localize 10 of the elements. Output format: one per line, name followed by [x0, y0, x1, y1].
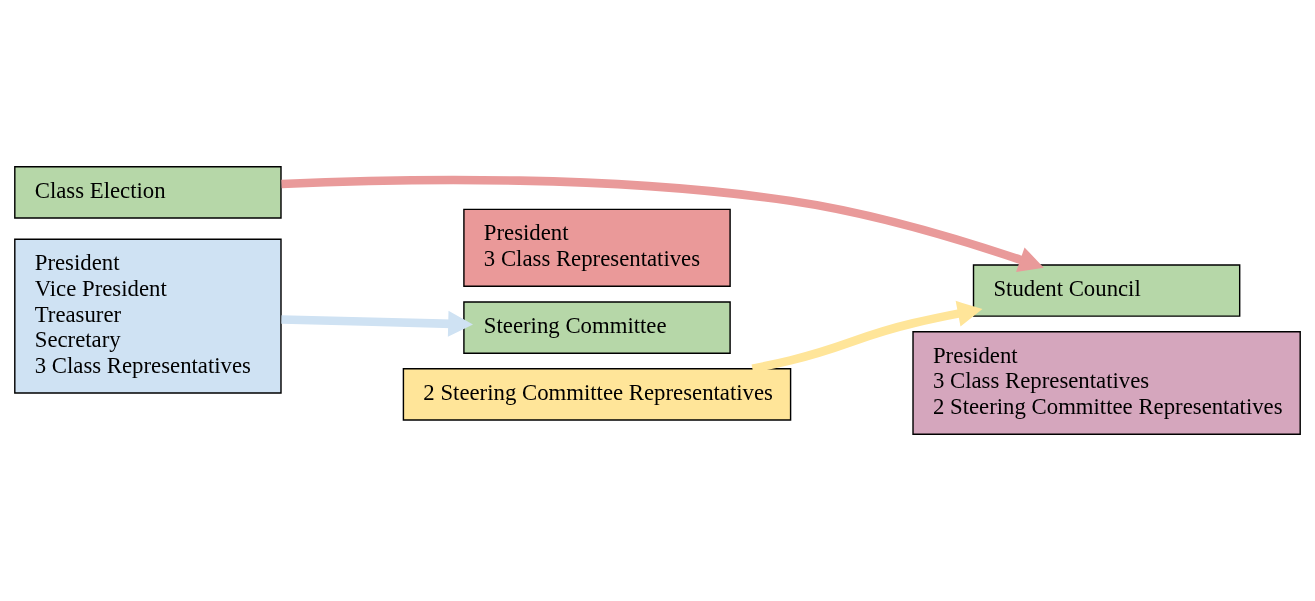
node-box: President 3 Class Representatives 2 Steering Committee Representatives	[912, 331, 1301, 435]
arrow	[751, 300, 983, 373]
node-box: President Vice President Treasurer Secretary 3 Class Representatives	[14, 238, 282, 394]
arrow	[281, 310, 474, 337]
node-box: Steering Committee	[463, 301, 731, 354]
node-box: President 3 Class Representatives	[463, 208, 731, 287]
node-box: Student Council	[972, 264, 1241, 317]
node-box: Class Election	[14, 166, 282, 219]
arrow	[281, 175, 1044, 273]
node-box: 2 Steering Committee Representatives	[402, 368, 792, 421]
